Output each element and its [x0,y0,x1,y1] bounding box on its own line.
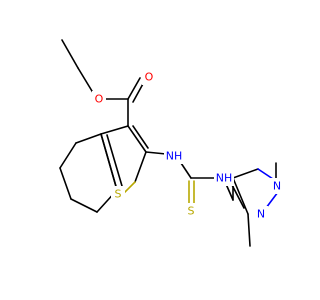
bond-ring7-d [59,167,72,200]
ester-group [105,77,145,127]
bond-ethyl-ch3 [61,39,79,69]
bond-nh-ch2 [225,183,234,201]
atom-labels: O O S S NH NH N N [92,69,284,222]
bond-thio-nh [145,151,167,155]
bond-pyr-d-double [230,182,245,209]
atom-s-thiophene: S [115,188,122,201]
label-bg-n-methyl [270,178,284,194]
bond-c-o-double-a [127,77,141,100]
bond-ring7-c [59,142,77,169]
label-bg-o-carbonyl [142,69,156,85]
bond-thio-a [127,125,147,153]
bond-thio-c-double [106,134,123,187]
label-bg-s-thiourea [184,203,198,219]
label-bg-n-ring [254,206,268,222]
atom-o-carbonyl: O [145,71,154,84]
molecule-structure: O O S S NH NH N N [59,39,284,247]
label-bg-nh-right [214,170,234,186]
atom-n-ring: N [257,208,265,221]
label-bg-o-ether [92,91,106,107]
bond-methyl-c [247,213,251,247]
bond-pyr-d [232,177,249,215]
bond-ring7-b [75,133,102,144]
ethyl-group [61,39,96,97]
bond-pyr-a [232,168,259,179]
bond-c-o-double-b [132,81,145,103]
molecule-canvas: O O S S NH NH N N [59,39,284,247]
atom-nh-left: NH [166,150,183,163]
bond-ring7-e [70,198,98,213]
bond-thio-s-right [123,181,136,194]
atom-nh-right: NH [216,172,233,185]
label-bg-s-thiophene [111,186,125,202]
bond-thio-a-double [132,125,149,149]
thiophene-ring [100,125,149,194]
pyrazole-ring [230,162,279,247]
atom-o-ether: O [95,93,104,106]
atom-s-thiourea: S [188,205,195,218]
bond-thio-c [100,133,118,191]
label-bg-nh-left [164,148,184,164]
bond-ring7-a [100,125,129,135]
bond-thio-b [134,151,147,183]
atom-n-methyl: N [273,180,281,193]
